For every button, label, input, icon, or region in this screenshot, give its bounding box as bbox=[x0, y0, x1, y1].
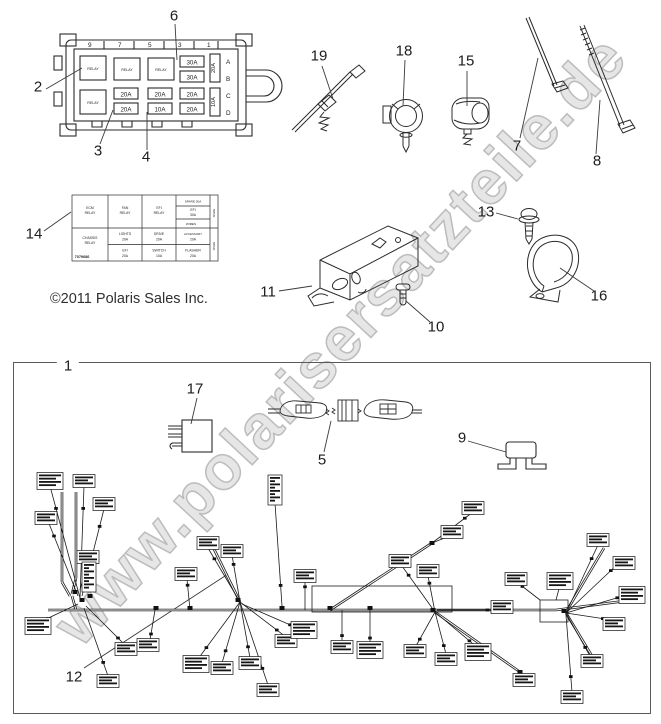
relay-slot-label: RELAY bbox=[121, 68, 133, 72]
callout-15: 15 bbox=[457, 52, 475, 70]
decal-cell: SWITCH bbox=[152, 249, 166, 253]
cavity-number: 1 bbox=[207, 42, 211, 49]
decal-cell: EFI bbox=[122, 249, 127, 253]
tube-clamp-drawing bbox=[382, 99, 423, 154]
decal-cell: RELAY bbox=[85, 211, 97, 215]
callout-9: 9 bbox=[457, 429, 467, 447]
decal-cell: 20A bbox=[122, 238, 129, 242]
bolt-drawing bbox=[518, 208, 540, 245]
callout-17: 17 bbox=[186, 380, 204, 398]
decal-cell: DRIVE bbox=[154, 232, 165, 236]
clip-clamp-drawing bbox=[451, 97, 490, 146]
fuse-label: 20A bbox=[211, 63, 217, 73]
decal-cell: 20A bbox=[156, 238, 163, 242]
row-letter: B bbox=[226, 76, 230, 83]
fuse-label: 20A bbox=[186, 107, 198, 114]
relay-slot-label: RELAY bbox=[87, 67, 99, 71]
decal-cell: 20A bbox=[122, 254, 129, 258]
cavity-number: 5 bbox=[148, 42, 152, 49]
decal-cell: SPARE 30A bbox=[185, 200, 203, 204]
decal-cell: WIRES bbox=[186, 222, 196, 226]
decal-cell: SPARE bbox=[212, 241, 216, 250]
decal-part-number: 7079686 bbox=[75, 255, 90, 259]
decal-cell: ECM bbox=[86, 206, 94, 210]
callout-12: 12 bbox=[65, 668, 83, 686]
fuse-label: 10A bbox=[211, 97, 217, 107]
decal-cell: 20A bbox=[190, 254, 197, 258]
row-letter: A bbox=[226, 59, 231, 66]
decal-cell: FLASHER bbox=[185, 249, 201, 253]
fuse-label: 10A bbox=[154, 107, 166, 114]
bracket-drawing bbox=[307, 225, 419, 307]
decal-cell: ACCESSORY bbox=[184, 232, 202, 236]
callout-6: 6 bbox=[169, 7, 179, 25]
callout-5: 5 bbox=[317, 451, 327, 469]
callout-2: 2 bbox=[33, 78, 43, 96]
callout-4: 4 bbox=[141, 148, 151, 166]
decal-cell: SPARE bbox=[212, 208, 216, 217]
decal-cell: CHASSIS bbox=[83, 236, 99, 240]
relay-slot-label: RELAY bbox=[155, 68, 167, 72]
p-clamp-drawing bbox=[526, 234, 580, 303]
decal-cell: 10A bbox=[156, 254, 163, 258]
callout-1: 1 bbox=[56, 358, 80, 374]
callout-18: 18 bbox=[395, 42, 413, 60]
callout-14: 14 bbox=[25, 225, 43, 243]
callout-13: 13 bbox=[477, 203, 495, 221]
callout-19: 19 bbox=[310, 47, 328, 65]
fuse-label: 20A bbox=[120, 107, 132, 114]
cavity-number: 3 bbox=[178, 42, 182, 49]
decal-cell: LIGHTS bbox=[119, 232, 132, 236]
decal-cell: 20A bbox=[190, 238, 197, 242]
mount-bracket-drawing bbox=[497, 441, 547, 470]
decal-cell: FAN bbox=[122, 206, 129, 210]
callout-16: 16 bbox=[590, 287, 608, 305]
row-letter: D bbox=[226, 110, 231, 117]
decal-cell: RELAY bbox=[85, 241, 97, 245]
decal-cell: 30A bbox=[190, 213, 197, 217]
cavity-number: 9 bbox=[88, 42, 92, 49]
fuse-label: 20A bbox=[186, 92, 198, 99]
fuse-label: 30A bbox=[186, 75, 198, 82]
fuse-label: 30A bbox=[186, 60, 198, 67]
row-letter: C bbox=[226, 93, 231, 100]
cable-tie-mount-drawing bbox=[291, 64, 366, 133]
cable-tie-drawing bbox=[525, 16, 569, 93]
decal-cell: RELAY bbox=[154, 211, 166, 215]
decal-cell: RELAY bbox=[120, 211, 132, 215]
screw-drawing bbox=[395, 283, 411, 306]
relay-drawing bbox=[168, 419, 213, 453]
fuse-decal-table: ECM RELAY FAN RELAY EFI RELAY SPARE 30A … bbox=[71, 194, 219, 262]
callout-7: 7 bbox=[512, 137, 522, 155]
harness-assembly-box bbox=[13, 362, 651, 714]
fuse-label: 20A bbox=[154, 92, 166, 99]
callout-8: 8 bbox=[592, 152, 602, 170]
cavity-number: 7 bbox=[118, 42, 122, 49]
fuse-label: 20A bbox=[120, 92, 132, 99]
fuse-box-drawing: 9 7 5 3 1 A B C D RELAY RELAY RELAY RELA… bbox=[53, 33, 283, 137]
callout-11: 11 bbox=[260, 283, 276, 301]
relay-slot-label: RELAY bbox=[87, 101, 99, 105]
copyright-text: ©2011 Polaris Sales Inc. bbox=[50, 291, 208, 307]
callout-3: 3 bbox=[93, 142, 103, 160]
decal-cell: EFI bbox=[156, 206, 161, 210]
callout-10: 10 bbox=[427, 318, 445, 336]
decal-cell: EFI bbox=[190, 208, 195, 212]
fusible-link-drawing bbox=[268, 399, 422, 422]
cable-tie-drawing bbox=[579, 24, 636, 134]
